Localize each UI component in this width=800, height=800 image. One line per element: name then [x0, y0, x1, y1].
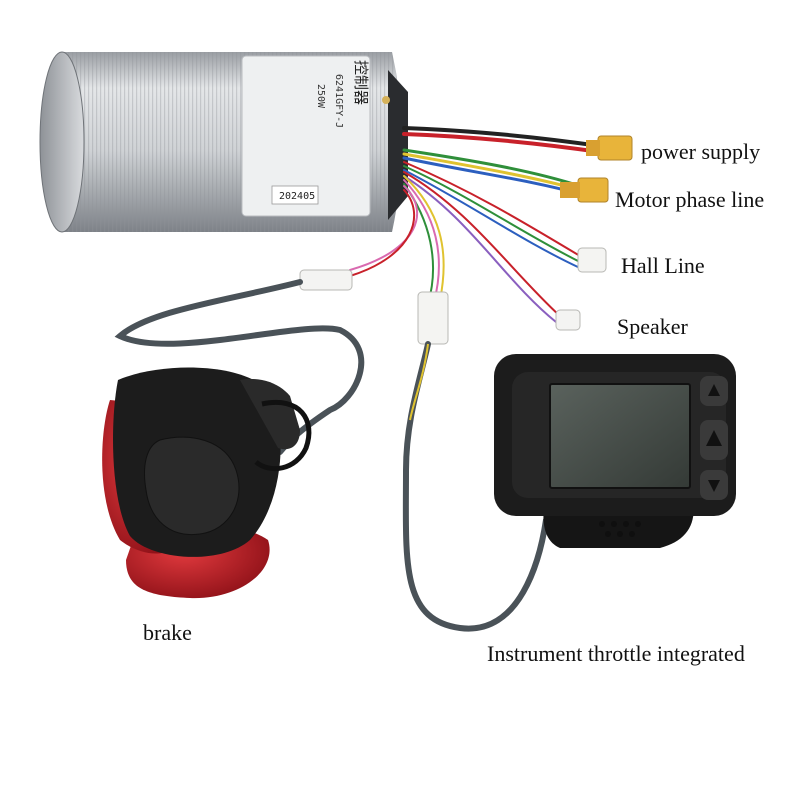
instrument-cable-wires [409, 343, 429, 421]
brake-cable-connector [299, 269, 353, 291]
instrument-throttle-label: Instrument throttle integrated [487, 641, 745, 666]
motor-phase-line-label: Motor phase line [615, 187, 765, 212]
instrument-display [494, 354, 736, 548]
brake-label: brake [143, 620, 192, 645]
motor-phase-connector [560, 177, 609, 203]
controller-model-text: 6241GFY-J [333, 74, 344, 128]
hall-line-connector [577, 247, 607, 273]
controller-power-text: 250W [315, 84, 326, 109]
power-supply-connector [586, 135, 633, 161]
power-supply-label: power supply [641, 139, 761, 164]
controller-title-text: 控制器 [352, 60, 370, 105]
wire-harness [349, 126, 602, 323]
instrument-cable-connector [417, 291, 449, 345]
speaker-connector [555, 309, 581, 331]
controller-unit: 控制器 6241GFY-J 250W 202405 [39, 51, 408, 233]
hall-line-label: Hall Line [621, 253, 705, 278]
controller-batch-text: 202405 [279, 191, 315, 202]
brake-lever [102, 367, 312, 599]
brake-cable [114, 279, 365, 455]
speaker-label: Speaker [617, 314, 688, 339]
